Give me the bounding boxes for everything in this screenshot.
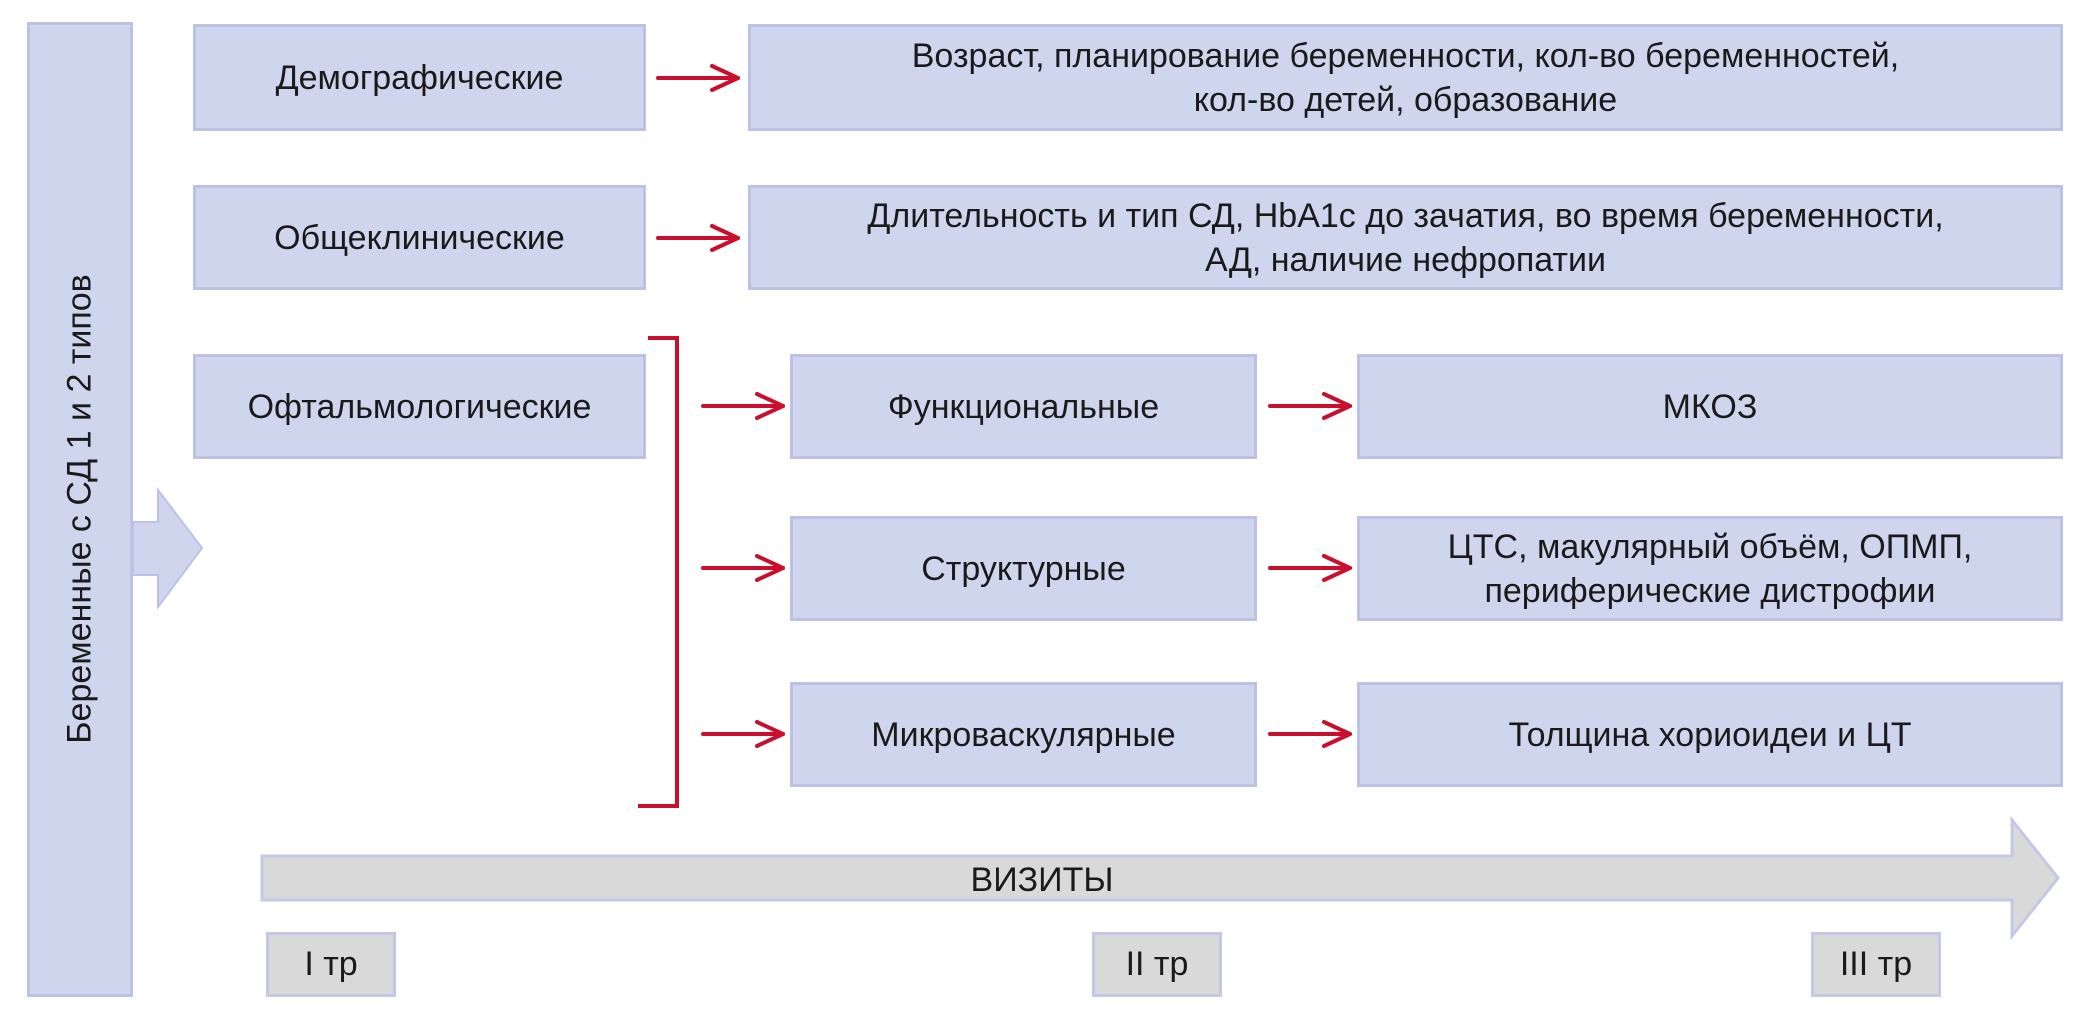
details-microvascular-line-1: Толщина хориоидеи и ЦТ	[1508, 715, 1912, 754]
trimester-1-label: I тр	[304, 945, 358, 983]
category-ophthalmologic-label: Офтальмологические	[247, 387, 592, 426]
arrow-structural-detail	[1268, 554, 1352, 582]
group-microvascular-label: Микроваскулярные	[871, 715, 1176, 754]
arrow-general-clinical	[656, 224, 740, 252]
trimester-2: II тр	[1092, 932, 1222, 997]
details-functional: МКОЗ	[1357, 354, 2063, 459]
visits-timeline-arrow	[260, 815, 2060, 941]
details-demographic-line-2: кол-во детей, образование	[1193, 80, 1618, 119]
details-general-clinical-line-1: Длительность и тип СД, HbA1c до зачатия,…	[867, 196, 1944, 235]
category-demographic: Демографические	[193, 24, 646, 131]
trimester-3: III тр	[1811, 932, 1941, 997]
arrow-structural	[701, 554, 785, 582]
trimester-2-label: II тр	[1125, 945, 1189, 983]
group-structural-label: Структурные	[921, 549, 1126, 588]
visits-label: ВИЗИТЫ	[970, 860, 1114, 899]
details-demographic-line-1: Возраст, планирование беременности, кол-…	[911, 36, 1900, 75]
group-functional: Функциональные	[790, 354, 1257, 459]
arrow-functional-detail	[1268, 392, 1352, 420]
left-bar-arrow	[132, 487, 204, 611]
arrow-microvascular-detail	[1268, 720, 1352, 748]
arrow-demographic	[656, 64, 740, 92]
trimester-3-label: III тр	[1839, 945, 1913, 983]
category-general-clinical-label: Общеклинические	[274, 218, 565, 257]
details-functional-line-1: МКОЗ	[1662, 387, 1758, 426]
details-structural-line-1: ЦТС, макулярный объём, ОПМП,	[1447, 527, 1973, 566]
category-ophthalmologic: Офтальмологические	[193, 354, 646, 459]
details-demographic: Возраст, планирование беременности, кол-…	[748, 24, 2063, 131]
arrow-functional	[701, 392, 785, 420]
group-structural: Структурные	[790, 516, 1257, 621]
group-functional-label: Функциональные	[887, 387, 1160, 426]
details-structural-line-2: периферические дистрофии	[1484, 571, 1936, 610]
category-general-clinical: Общеклинические	[193, 185, 646, 290]
ophthalmologic-bracket	[638, 336, 679, 808]
details-microvascular: Толщина хориоидеи и ЦТ	[1357, 682, 2063, 787]
category-demographic-label: Демографические	[275, 58, 564, 97]
details-structural: ЦТС, макулярный объём, ОПМП, периферичес…	[1357, 516, 2063, 621]
trimester-1: I тр	[266, 932, 396, 997]
left-bar	[27, 22, 133, 997]
arrow-microvascular	[701, 720, 785, 748]
details-general-clinical-line-2: АД, наличие нефропатии	[1205, 240, 1606, 279]
details-general-clinical: Длительность и тип СД, HbA1c до зачатия,…	[748, 185, 2063, 290]
group-microvascular: Микроваскулярные	[790, 682, 1257, 787]
